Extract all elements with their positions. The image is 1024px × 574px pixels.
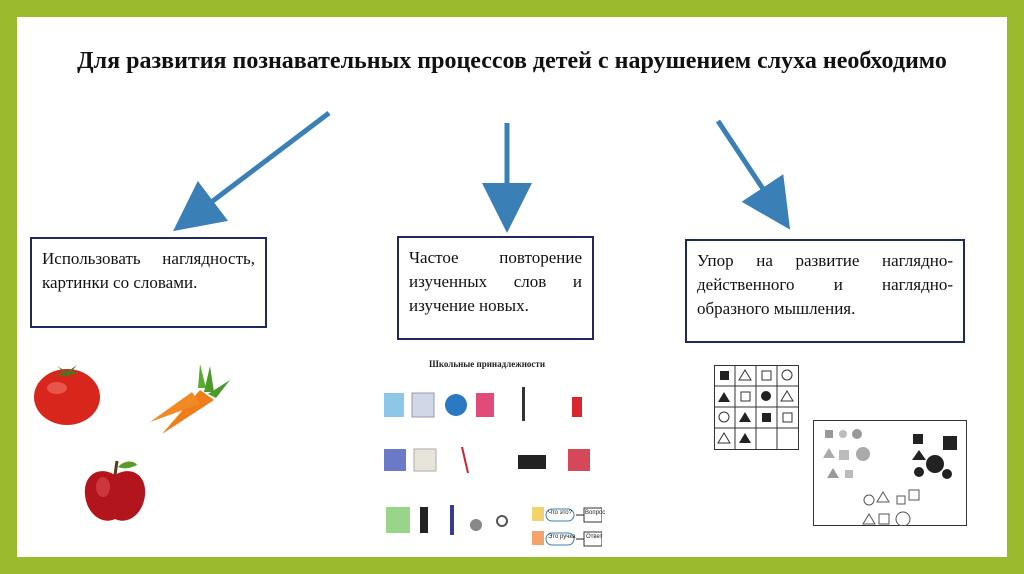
tag-answer: Ответ <box>586 534 602 540</box>
box-visual-aids: Использовать наглядность, картинки со сл… <box>30 237 267 328</box>
arrow-right <box>718 121 779 213</box>
bubble-answer: Это ручка <box>548 534 576 540</box>
symbol-grid-image <box>714 365 799 451</box>
box-repetition-text: Частое повторение изученных слов и изуче… <box>409 248 582 315</box>
box-repetition: Частое повторение изученных слов и изуче… <box>397 236 594 340</box>
apple-image <box>79 457 151 527</box>
box-thinking-text: Упор на развитие наглядно-действенного и… <box>697 251 953 318</box>
shapes-card-image <box>813 420 967 526</box>
box-thinking: Упор на развитие наглядно-действенного и… <box>685 239 965 343</box>
tomato-image <box>27 360 107 430</box>
slide: Для развития познавательных процессов де… <box>17 17 1007 557</box>
bubble-question: Что это? <box>548 510 572 516</box>
carrot-image <box>142 352 242 437</box>
school-supplies-card: Школьные принадлежности <box>372 357 602 547</box>
school-items <box>372 357 602 547</box>
box-visual-aids-text: Использовать наглядность, картинки со сл… <box>42 249 255 292</box>
arrow-left <box>189 113 329 219</box>
tag-question: Вопрос <box>585 510 605 516</box>
